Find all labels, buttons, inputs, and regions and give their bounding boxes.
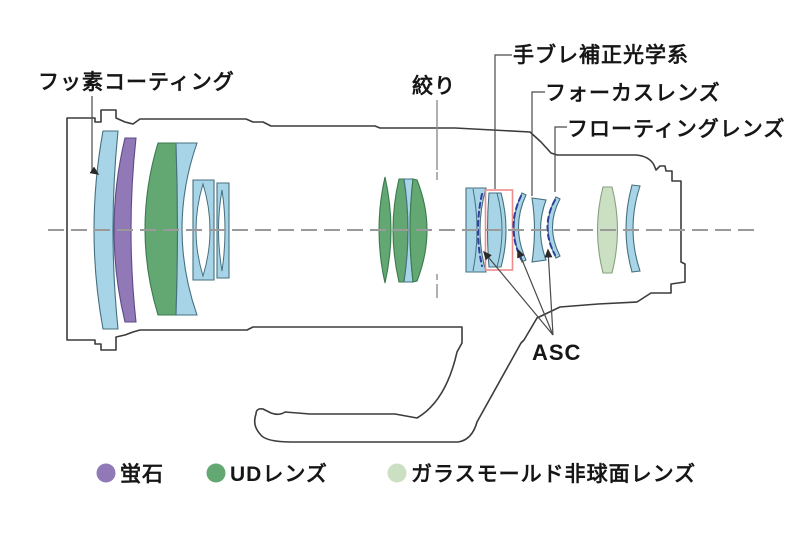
front-lens-group xyxy=(93,130,230,330)
asc-pointer-2 xyxy=(517,248,554,336)
asc-pointer-lines xyxy=(483,248,554,336)
aperture-label: 絞り xyxy=(412,74,456,98)
focus-pointer-line xyxy=(531,91,545,196)
floating-lens-label: フローティングレンズ xyxy=(567,117,785,141)
lens-element-12-crescent xyxy=(513,192,527,263)
asc-coating-arc-3 xyxy=(546,199,556,256)
floating-pointer-line xyxy=(554,126,567,192)
lens-barrel-outline xyxy=(66,109,686,443)
lens-element-4 xyxy=(175,142,198,316)
cement-line-2 xyxy=(496,192,503,268)
asc-pointer-3 xyxy=(544,248,554,336)
fluorite-swatch-icon xyxy=(96,463,116,483)
legend-ud-lens-label: UDレンズ xyxy=(230,462,328,486)
legend-aspherical-label: ガラスモールド非球面レンズ xyxy=(411,462,696,486)
legend: 蛍石 UDレンズ ガラスモールド非球面レンズ xyxy=(96,462,696,486)
aspherical-swatch-icon xyxy=(387,463,407,483)
fluorine-coating-label: フッ素コーティング xyxy=(38,70,235,94)
ud-lens-swatch-icon xyxy=(206,463,226,483)
air-gap-1 xyxy=(195,182,211,278)
focus-lens-label: フォーカスレンズ xyxy=(545,81,721,105)
legend-fluorite-label: 蛍石 xyxy=(120,462,164,486)
rear-lens-group xyxy=(465,184,641,274)
stabilizer-pointer-line xyxy=(494,54,512,189)
asc-label: ASC xyxy=(532,340,581,365)
asc-coating-arc-1 xyxy=(477,193,483,267)
legend-item-ud-lens: UDレンズ xyxy=(206,462,328,486)
floating-lens-element xyxy=(547,196,561,259)
legend-item-aspherical: ガラスモールド非球面レンズ xyxy=(387,462,696,486)
rear-lens-element xyxy=(625,184,641,273)
fluorine-pointer-line xyxy=(89,96,100,175)
stabilizer-label: 手ブレ補正光学系 xyxy=(513,43,689,67)
asc-pointer-1 xyxy=(483,250,554,336)
legend-item-fluorite: 蛍石 xyxy=(96,462,164,486)
